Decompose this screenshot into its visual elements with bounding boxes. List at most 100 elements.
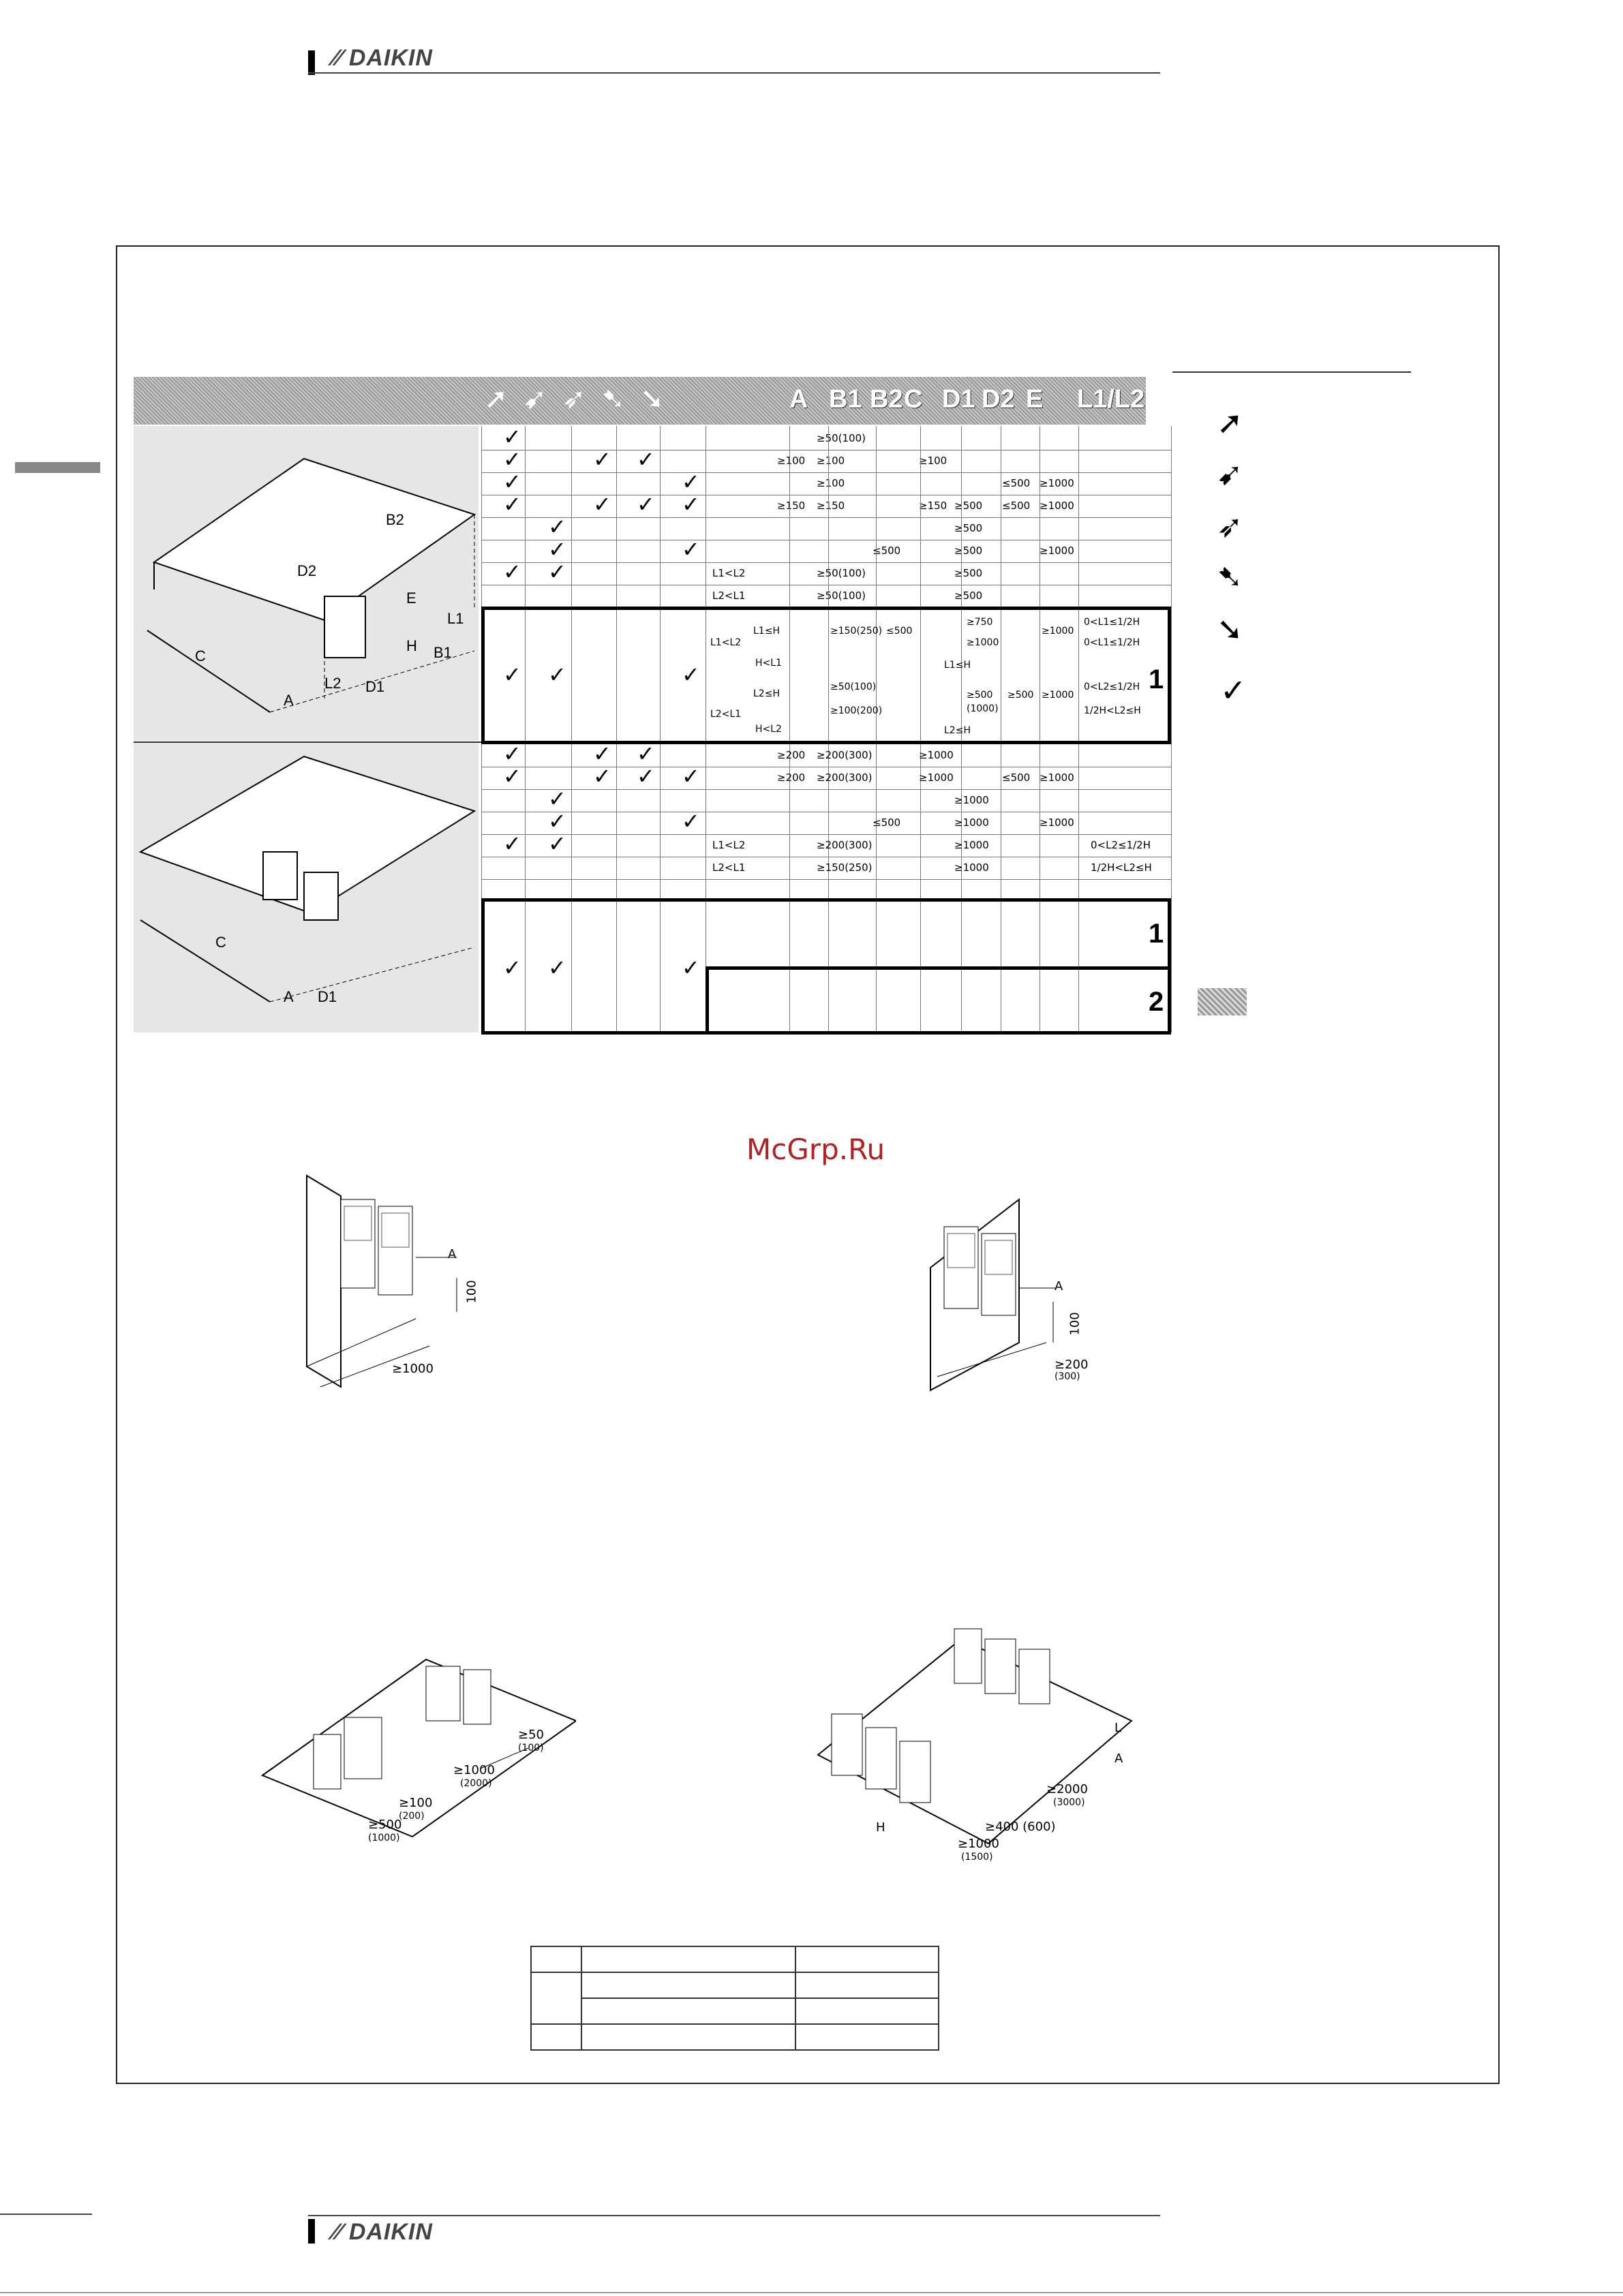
value-cell: ≥500 [954,500,983,512]
value-cell: ≤500 [873,545,901,557]
check-mark: ✓ [682,764,700,789]
column-divider [961,426,962,1032]
box-cell: L1≤H [944,660,971,671]
check-mark: ✓ [503,492,521,517]
table-header-band [134,377,1146,425]
value-cell: ≥100 [777,455,806,467]
value-cell: ≥1000 [919,771,954,784]
table-row [481,745,1171,767]
footer-logo: ∕∕ DAIKIN [333,2219,433,2245]
column-divider [876,426,877,1032]
fig4-a: A [1114,1751,1123,1766]
value-cell: ≥50(100) [817,590,866,602]
value-cell: 0<L2≤1/2H [1091,839,1151,851]
fig4-d1: ≥2000 [1046,1782,1088,1796]
value-cell: ≥1000 [1040,771,1074,784]
box-cell: 0<L2≤1/2H [1084,682,1140,692]
condition-cell: L2<L1 [712,861,746,874]
watermark: McGrp.Ru [746,1133,885,1166]
value-cell: ≥150(250) [817,861,873,874]
table-row [481,767,1171,790]
value-cell: ≥1000 [954,861,989,874]
value-cell: ≥500 [954,567,983,579]
box-cell: ≥500 [967,690,993,701]
legend-check-icon: ✓ [1220,673,1247,708]
box-cell: L2≤H [753,688,780,699]
check-mark: ✓ [503,447,521,472]
check-mark: ✓ [682,492,700,517]
value-cell: ≥100 [919,455,947,467]
fig1-label-h: 100 [464,1280,479,1304]
column-divider [571,426,572,1032]
airflow-right-icon: ➹ [523,382,562,414]
condition-cell: L2<L1 [712,590,746,602]
box-cell: 1/2H<L2≤H [1084,705,1141,716]
column-divider [920,426,921,1032]
value-cell: ≥150 [817,500,845,512]
box-cell: 0<L1≤1/2H [1084,617,1140,628]
check-mark: ✓ [548,809,566,833]
check-mark: ✓ [548,515,566,539]
value-cell: ≥1000 [919,749,954,761]
label-a: A [284,692,294,709]
value-cell: ≥1000 [954,816,989,829]
check-mark: ✓ [503,662,521,687]
fig3-d1b: (100) [518,1743,544,1754]
box-cell: ≥1000 [1042,626,1074,637]
header-bar [308,50,315,75]
footer-brand: DAIKIN [348,2219,433,2245]
box-cell: (1000) [967,703,999,714]
label-c: C [195,647,206,664]
check-mark: ✓ [593,447,611,472]
check-mark: ✓ [503,741,521,766]
label-b1: B1 [434,644,452,661]
column-divider [525,426,526,1032]
value-cell: ≥50(100) [817,432,866,444]
label-e: E [406,590,416,607]
column-divider [789,426,790,1032]
svg-text:A: A [284,988,294,1005]
table-row [481,495,1171,518]
airflow-symbol-headers: ➚➹➶➷➘ [484,382,679,415]
fig4-h: H [876,1820,885,1835]
check-mark: ✓ [682,470,700,494]
condition-cell: L1<L2 [712,567,746,579]
check-mark: ✓ [503,955,521,980]
airflow-left-icon: ➷ [601,382,640,414]
table-row [481,812,1171,835]
box-cell: H<L1 [755,658,782,669]
value-cell: ≥200(300) [817,749,873,761]
fig2-label-h: 100 [1067,1312,1082,1336]
fig3-d4b: (1000) [368,1833,400,1843]
value-cell: ≥200 [777,749,806,761]
check-mark: ✓ [682,809,700,833]
check-mark: ✓ [548,537,566,562]
box-cell: L2<L1 [710,709,742,720]
figure-3: ≥50 (100) ≥1000 (2000) ≥100 (200) ≥500 (… [256,1632,578,1857]
fig2-label-d2: (300) [1055,1371,1080,1382]
legend-front-icon: ➚ [1217,405,1243,440]
check-mark: ✓ [503,831,521,856]
table-row [481,857,1171,880]
value-cell: ≥200 [777,771,806,784]
figure-2: A 100 ≥200 (300) [910,1186,1128,1397]
label-d1: D1 [365,678,384,695]
table-row [481,563,1171,585]
fig3-d3b: (200) [399,1811,425,1822]
label-l2: L2 [324,675,341,692]
small-table [530,1946,939,2051]
small-table-row [530,1972,939,2025]
value-cell: ≥500 [954,545,983,557]
table-row [481,428,1171,450]
box-cell: 0<L1≤1/2H [1084,637,1140,648]
header-rule [308,72,1160,74]
value-cell: ≥50(100) [817,567,866,579]
check-mark: ✓ [593,492,611,517]
check-mark: ✓ [548,560,566,584]
column-divider [1171,426,1172,1032]
fig4-d3: ≥1000 [958,1837,999,1851]
column-divider [828,426,829,1032]
fig3-d4: ≥500 [368,1818,402,1832]
fig2-label-d: ≥200 [1055,1358,1089,1372]
value-cell: ≥200(300) [817,839,873,851]
